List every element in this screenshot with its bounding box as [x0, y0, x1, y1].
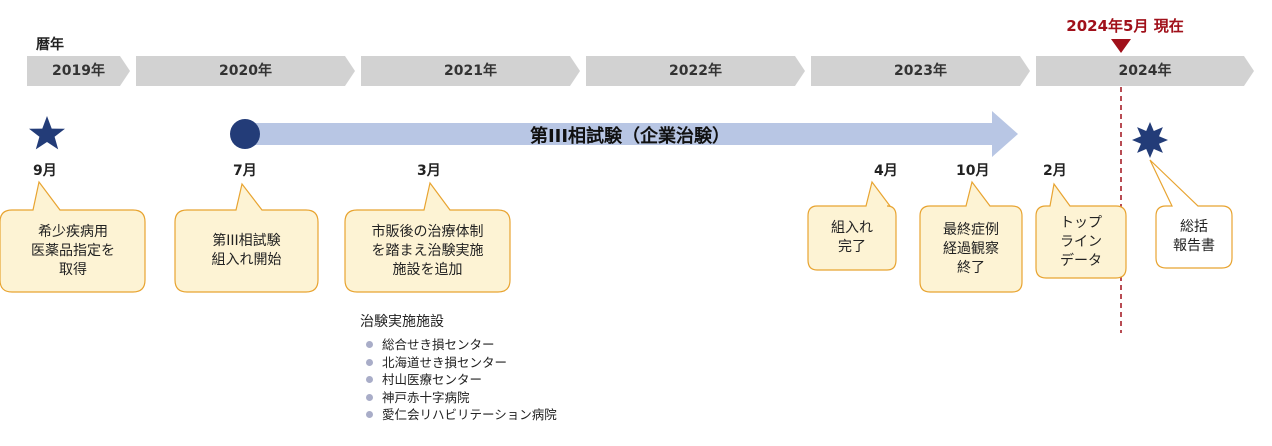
site-item: 神戸赤十字病院 [366, 389, 557, 407]
year-chevron-2022 [586, 56, 805, 86]
year-chevron-2023 [811, 56, 1030, 86]
callout-bubble-5 [919, 180, 1023, 293]
phase-arrow [246, 111, 1018, 157]
sites-title: 治験実施施設 [360, 314, 444, 330]
circle-icon [230, 119, 260, 149]
site-item: 村山医療センター [366, 371, 557, 389]
callout-text-6: トップ ライン データ [1060, 214, 1102, 269]
callout-bubble-3 [344, 181, 511, 293]
star-icon [29, 116, 65, 150]
current-date-label: 2024年5月 現在 [1066, 17, 1184, 35]
callout-text-3: 市販後の治療体制 を踏まえ治験実施 施設を追加 [371, 223, 484, 278]
year-label-2019: 2019年 [52, 63, 105, 79]
year-label-2020: 2020年 [219, 63, 272, 79]
site-item: 北海道せき損センター [366, 354, 557, 372]
callout-text-7: 総括 報告書 [1173, 219, 1215, 254]
callout-bubble-2 [174, 182, 319, 293]
triangle-down-icon [1111, 39, 1131, 53]
callout-text-5: 最終症例 経過観察 終了 [943, 221, 999, 276]
callout-text-1: 希少疾病用 医薬品指定を 取得 [31, 223, 115, 278]
year-label-2023: 2023年 [894, 63, 947, 79]
site-item: 愛仁会リハビリテーション病院 [366, 406, 557, 424]
month-label-2024-feb: 2月 [1043, 163, 1067, 179]
callout-bubble-7 [1149, 159, 1233, 269]
month-label-2019-sep: 9月 [33, 163, 57, 179]
year-label-2021: 2021年 [444, 63, 497, 79]
year-chevron-2019 [27, 56, 130, 86]
callout-text-2: 第III相試験 組入れ開始 [211, 233, 282, 268]
month-label-2021-mar: 3月 [417, 163, 441, 179]
phase-label: 第III相試験（企業治験） [529, 126, 731, 147]
callout-bubble-6 [1035, 182, 1127, 279]
starburst-icon [1132, 122, 1168, 158]
site-list: 総合せき損センター 北海道せき損センター 村山医療センター 神戸赤十字病院 愛仁… [366, 336, 557, 424]
callout-bubble-1 [0, 180, 146, 293]
year-chevron-2020 [136, 56, 355, 86]
callout-text-4: 組入れ 完了 [831, 220, 873, 255]
year-label-2022: 2022年 [669, 63, 722, 79]
callout-bubble-4 [807, 180, 897, 271]
month-label-2020-jul: 7月 [233, 163, 257, 179]
axis-title: 暦年 [36, 37, 64, 53]
year-label-2024: 2024年 [1118, 63, 1172, 79]
month-label-2023-apr: 4月 [874, 163, 898, 179]
site-item: 総合せき損センター [366, 336, 557, 354]
year-chevron-2024 [1036, 56, 1254, 86]
year-chevron-2021 [361, 56, 580, 86]
month-label-2023-oct: 10月 [956, 163, 990, 179]
